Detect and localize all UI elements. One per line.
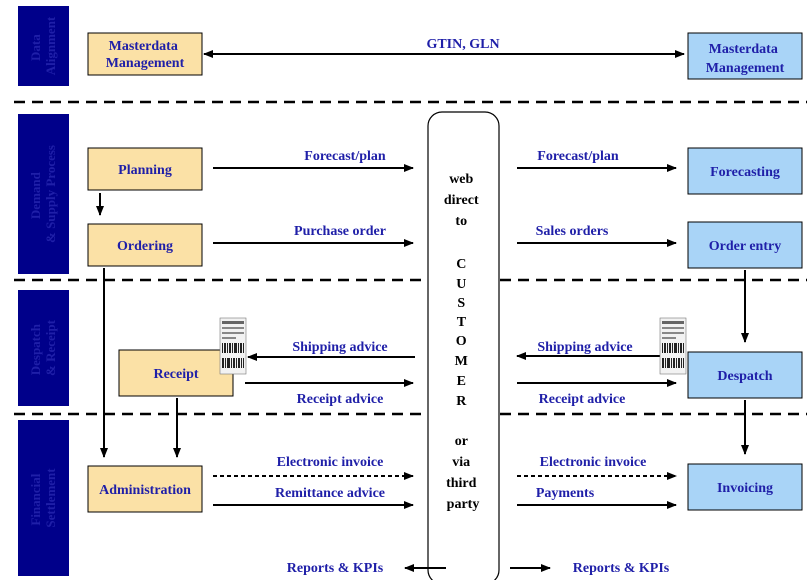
administration-box (87, 465, 203, 513)
ordering-label: Ordering (117, 239, 173, 254)
planning-label: Planning (118, 163, 172, 178)
reports-left-label: Reports & KPIs (287, 561, 384, 576)
receipt-box (118, 349, 234, 397)
order-entry-box (687, 221, 803, 269)
reports-right-label: Reports & KPIs (573, 561, 670, 576)
forecasting-box (687, 147, 803, 195)
planning-box (87, 147, 203, 191)
shipping-right-label: Shipping advice (537, 340, 632, 355)
section-band-data (18, 6, 69, 86)
section-label-financial: Financial Settlement (28, 468, 58, 528)
payments-label: Payments (536, 486, 595, 501)
receipt-label: Receipt (153, 367, 198, 382)
gtin-gln-label: GTIN, GLN (426, 37, 499, 52)
buyer-masterdata-box (87, 32, 203, 76)
despatch-label: Despatch (717, 369, 772, 384)
forecast-left-label: Forecast/plan (304, 149, 386, 164)
remittance-label: Remittance advice (275, 486, 385, 501)
administration-label: Administration (99, 483, 191, 498)
section-label-data: Data Alignment (28, 16, 58, 75)
sales-orders-label: Sales orders (536, 224, 609, 239)
receipt-left-label: Receipt advice (297, 392, 384, 407)
einvoice-right-label: Electronic invoice (540, 455, 647, 470)
invoicing-label: Invoicing (717, 481, 773, 496)
customer-channel (427, 111, 500, 580)
section-bands (18, 6, 69, 576)
forecasting-label: Forecasting (710, 165, 780, 180)
despatch-box (687, 351, 803, 399)
buyer-masterdata-label: Masterdata Management (106, 39, 185, 71)
customer-channel-text: web direct to C U S T O M E R or via thi… (444, 172, 482, 512)
supplier-masterdata-label: Masterdata Management (706, 42, 785, 76)
section-band-despatch (18, 290, 69, 406)
section-label-demand: Demand & Supply Process (28, 145, 58, 243)
ordering-box (87, 223, 203, 267)
section-label-despatch: Despatch & Receipt (28, 319, 58, 376)
section-band-financial (18, 420, 69, 576)
purchase-order-label: Purchase order (294, 224, 386, 239)
section-band-demand (18, 114, 69, 274)
invoicing-box (687, 463, 803, 511)
einvoice-left-label: Electronic invoice (277, 455, 384, 470)
supplier-masterdata-box (687, 32, 803, 80)
section-separators (14, 100, 807, 416)
shipping-left-label: Shipping advice (292, 340, 387, 355)
shipping-label-image-right (659, 317, 687, 375)
shipping-label-image-left (219, 317, 247, 375)
forecast-right-label: Forecast/plan (537, 149, 619, 164)
receipt-right-label: Receipt advice (539, 392, 626, 407)
order-entry-label: Order entry (709, 239, 781, 254)
